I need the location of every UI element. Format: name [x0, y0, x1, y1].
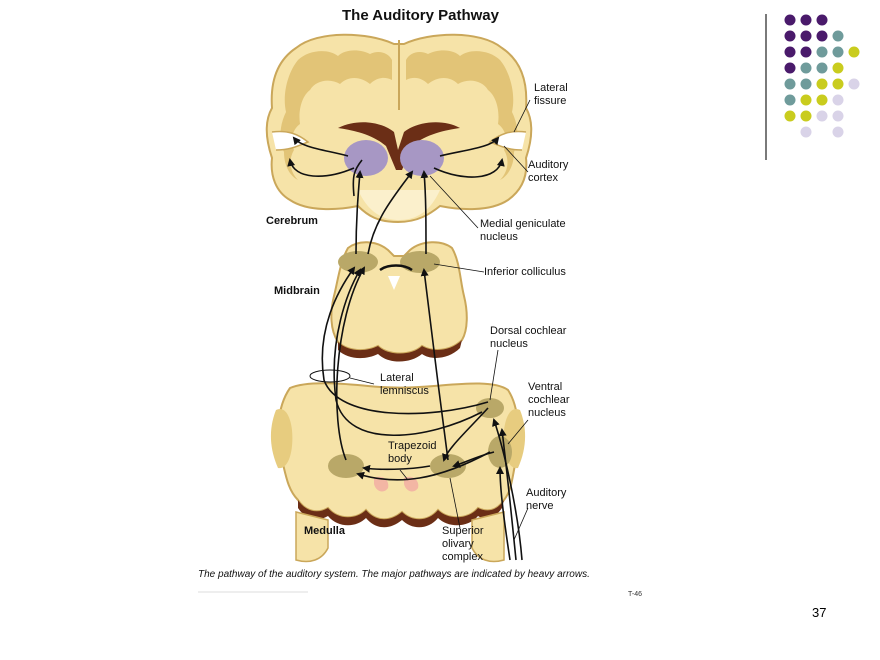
trapezoid-body-left — [374, 476, 389, 492]
decorative-dot — [816, 94, 828, 106]
decorative-dot — [816, 110, 828, 122]
label-medial-geniculate: Medial geniculate nucleus — [480, 218, 569, 243]
decorative-dot-grid — [765, 14, 860, 160]
decorative-dot — [800, 78, 812, 90]
decorative-dot — [784, 14, 796, 26]
leader-lines — [349, 99, 531, 541]
medial-geniculate-left — [344, 140, 388, 176]
decorative-dot — [784, 110, 796, 122]
label-inferior-colliculus: Inferior colliculus — [484, 266, 566, 278]
label-auditory-cortex: Auditory cortex — [528, 159, 571, 184]
decorative-dot — [800, 94, 812, 106]
cortex-gyri-left — [280, 50, 392, 180]
label-trapezoid-body: Trapezoid body — [388, 440, 440, 465]
lateral-ventricles — [338, 122, 460, 170]
inferior-colliculus-right — [400, 251, 440, 273]
cortex-gyri-right — [406, 50, 518, 180]
label-superior-olivary: Superior olivary complex — [442, 525, 487, 563]
cerebrum-section — [265, 33, 533, 224]
label-lateral-fissure: Lateral fissure — [534, 82, 571, 107]
decorative-dot — [800, 14, 812, 26]
label-auditory-nerve: Auditory nerve — [526, 487, 569, 512]
pathway-arrows — [287, 136, 523, 561]
midbrain-section — [330, 241, 468, 362]
decorative-dot — [800, 46, 812, 58]
decorative-dot — [848, 78, 860, 90]
medulla-section — [270, 382, 526, 563]
decorative-dot — [816, 46, 828, 58]
label-cerebrum: Cerebrum — [266, 215, 318, 227]
decorative-dot — [832, 78, 844, 90]
label-ventral-cochlear: Ventral cochlear nucleus — [528, 381, 573, 419]
auditory-pathway-diagram: The Auditory Pathway — [198, 7, 642, 598]
decorative-dot — [816, 14, 828, 26]
decorative-dot — [784, 46, 796, 58]
label-lateral-lemniscus: Lateral lemniscus — [380, 372, 429, 397]
superior-olivary-right — [430, 454, 466, 478]
label-midbrain: Midbrain — [274, 285, 320, 297]
figure-title: The Auditory Pathway — [342, 7, 500, 24]
decorative-dot — [800, 62, 812, 74]
decorative-dot — [832, 110, 844, 122]
label-dorsal-cochlear: Dorsal cochlear nucleus — [490, 325, 569, 350]
decorative-dot — [832, 46, 844, 58]
auditory-pathway-figure: The Auditory Pathway — [198, 0, 651, 600]
decorative-dot — [784, 78, 796, 90]
decorative-dot — [816, 78, 828, 90]
decorative-dot — [784, 94, 796, 106]
decorative-dot — [784, 62, 796, 74]
figure-caption: The pathway of the auditory system. The … — [198, 569, 590, 580]
superior-olivary-left — [328, 454, 364, 478]
decorative-dot — [832, 94, 844, 106]
decorative-dot — [800, 30, 812, 42]
decorative-dot — [784, 30, 796, 42]
label-medulla: Medulla — [304, 525, 346, 537]
slide-number: 37 — [812, 605, 827, 620]
decorative-dot — [832, 30, 844, 42]
decorative-dot — [800, 110, 812, 122]
medial-geniculate-right — [400, 140, 444, 176]
decorative-dot — [848, 46, 860, 58]
dot-layer — [784, 14, 860, 138]
lateral-lemniscus-outline — [309, 369, 351, 383]
decorative-dot — [832, 126, 844, 138]
trapezoid-body-right — [404, 476, 419, 492]
decorative-dot — [800, 126, 812, 138]
inferior-colliculus-left — [338, 251, 378, 273]
decorative-dot — [816, 30, 828, 42]
plate-code: T-46 — [628, 591, 642, 598]
decorative-dot — [832, 62, 844, 74]
dorsal-cochlear-nucleus — [476, 398, 504, 418]
decorative-dot — [816, 62, 828, 74]
